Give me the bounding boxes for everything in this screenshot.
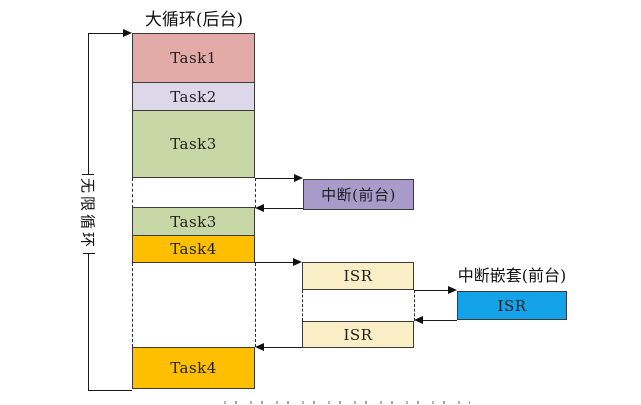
- task4-box: Task4: [132, 235, 255, 263]
- nested-isr-box: ISR: [457, 291, 567, 320]
- arrowhead-isr-return-icon: [255, 343, 264, 351]
- arrowhead-isr-to-nested-icon: [448, 286, 457, 294]
- dashed-gap3-right: [414, 290, 415, 321]
- infinite-loop-label: 无限循环: [77, 174, 99, 254]
- dashed-gap2-left: [132, 263, 133, 347]
- isr2-label: ISR: [343, 325, 373, 344]
- isr1-box: ISR: [302, 262, 414, 290]
- caption-fragment: [224, 401, 470, 404]
- loop-line-bottom: [88, 390, 132, 391]
- isr1-label: ISR: [343, 267, 373, 285]
- task1-box: Task1: [132, 33, 255, 83]
- task4-resume-box: Task4: [132, 347, 255, 389]
- interrupt-box: 中断(前台): [303, 179, 414, 210]
- arrow-isr-return: [258, 347, 302, 348]
- arrow-task4-to-isr: [255, 262, 297, 263]
- arrow-task3-to-interrupt: [255, 178, 297, 179]
- background-loop-title: 大循环(后台): [144, 10, 244, 30]
- dashed-gap3-left: [302, 290, 303, 321]
- loop-arrowhead-icon: [123, 29, 132, 37]
- dashed-gap1-left: [132, 178, 133, 208]
- task1-label: Task1: [170, 49, 217, 67]
- dashed-gap1-right: [255, 178, 256, 208]
- task2-label: Task2: [170, 87, 217, 106]
- nested-isr-label: ISR: [497, 296, 527, 315]
- arrowhead-nested-return-icon: [414, 316, 423, 324]
- task3-resume-box: Task3: [132, 207, 255, 236]
- arrowhead-interrupt-return-icon: [255, 204, 264, 212]
- arrow-nested-return: [417, 320, 457, 321]
- arrowhead-task3-to-interrupt-icon: [294, 174, 303, 182]
- task3-box: Task3: [132, 110, 255, 178]
- task4-resume-label: Task4: [170, 359, 217, 377]
- task4-label: Task4: [170, 240, 217, 258]
- interrupt-label: 中断(前台): [321, 186, 396, 204]
- isr2-box: ISR: [302, 321, 414, 348]
- arrowhead-task4-to-isr-icon: [293, 258, 302, 266]
- loop-line-top: [88, 33, 128, 34]
- nested-interrupt-title: 中断嵌套(前台): [457, 266, 567, 285]
- task3-label: Task3: [170, 135, 217, 153]
- dashed-gap2-right: [255, 263, 256, 347]
- task3-resume-label: Task3: [170, 212, 217, 231]
- arrow-interrupt-return: [258, 208, 303, 209]
- task2-box: Task2: [132, 82, 255, 111]
- arrow-isr-to-nested: [414, 290, 453, 291]
